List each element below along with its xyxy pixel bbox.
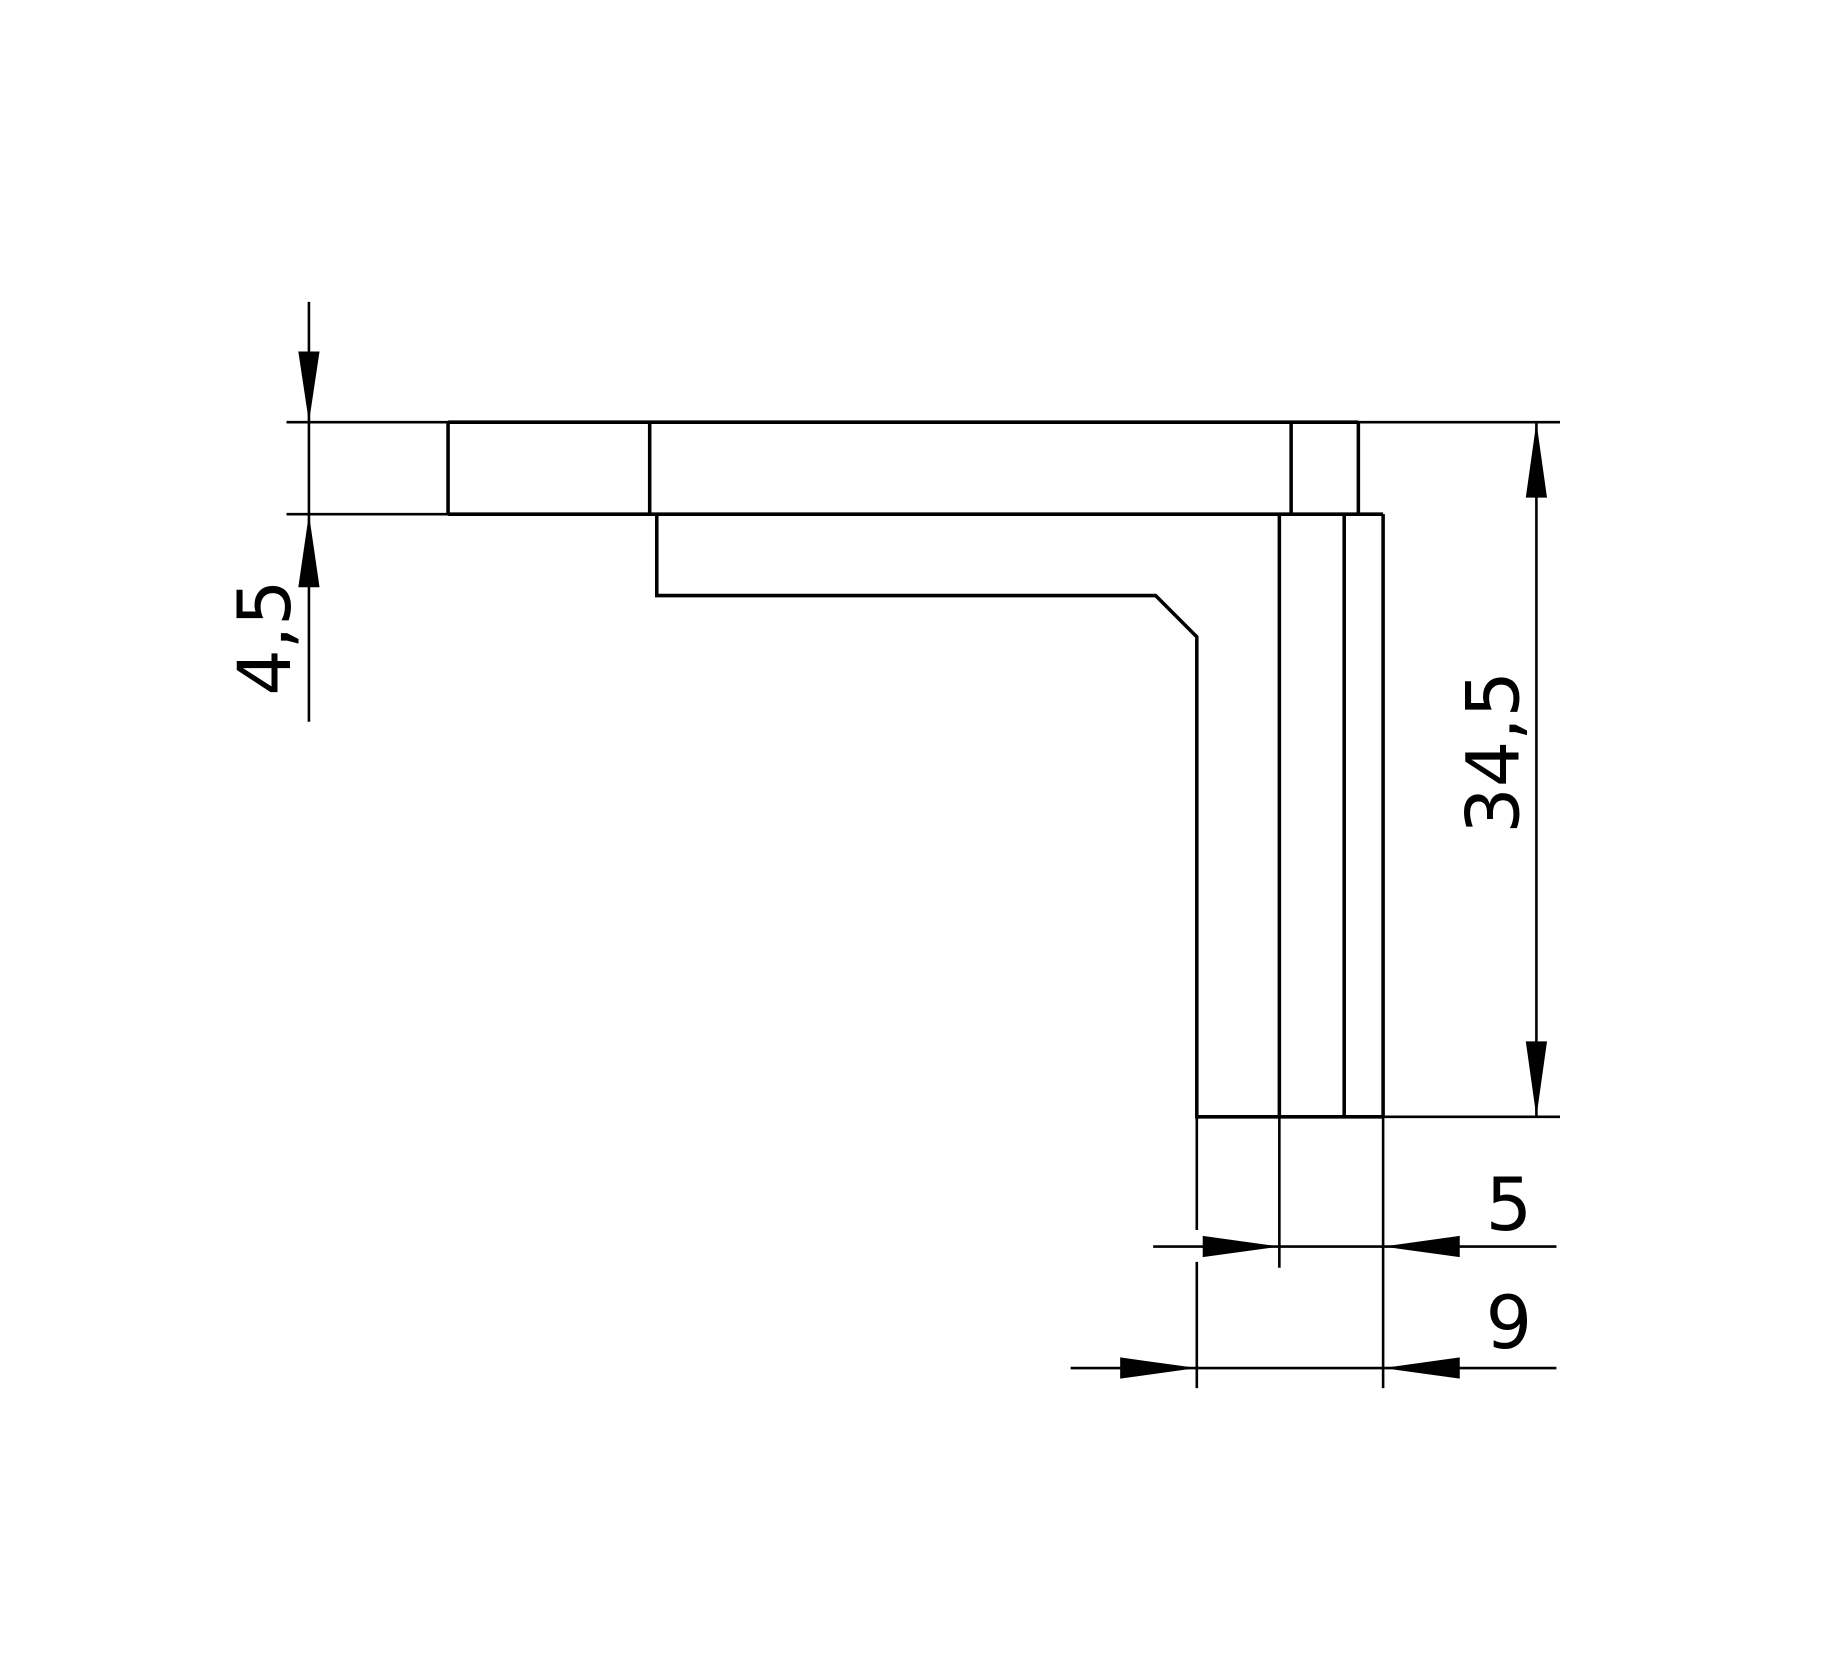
dimension-inner-width: 5	[1153, 1163, 1557, 1258]
dimension-label-inner-width: 5	[1486, 1163, 1533, 1248]
dimension-total-height: 34,5	[1452, 422, 1548, 1117]
dimension-flange-thickness: 4,5	[223, 301, 320, 722]
dimension-label-total-height: 34,5	[1452, 671, 1537, 834]
dimension-label-total-width: 9	[1486, 1281, 1533, 1366]
profile-outline	[446, 420, 1385, 1119]
extension-lines	[286, 420, 1560, 1389]
dimension-label-flange-thickness: 4,5	[223, 580, 308, 696]
dimension-total-width: 9	[1070, 1281, 1557, 1379]
